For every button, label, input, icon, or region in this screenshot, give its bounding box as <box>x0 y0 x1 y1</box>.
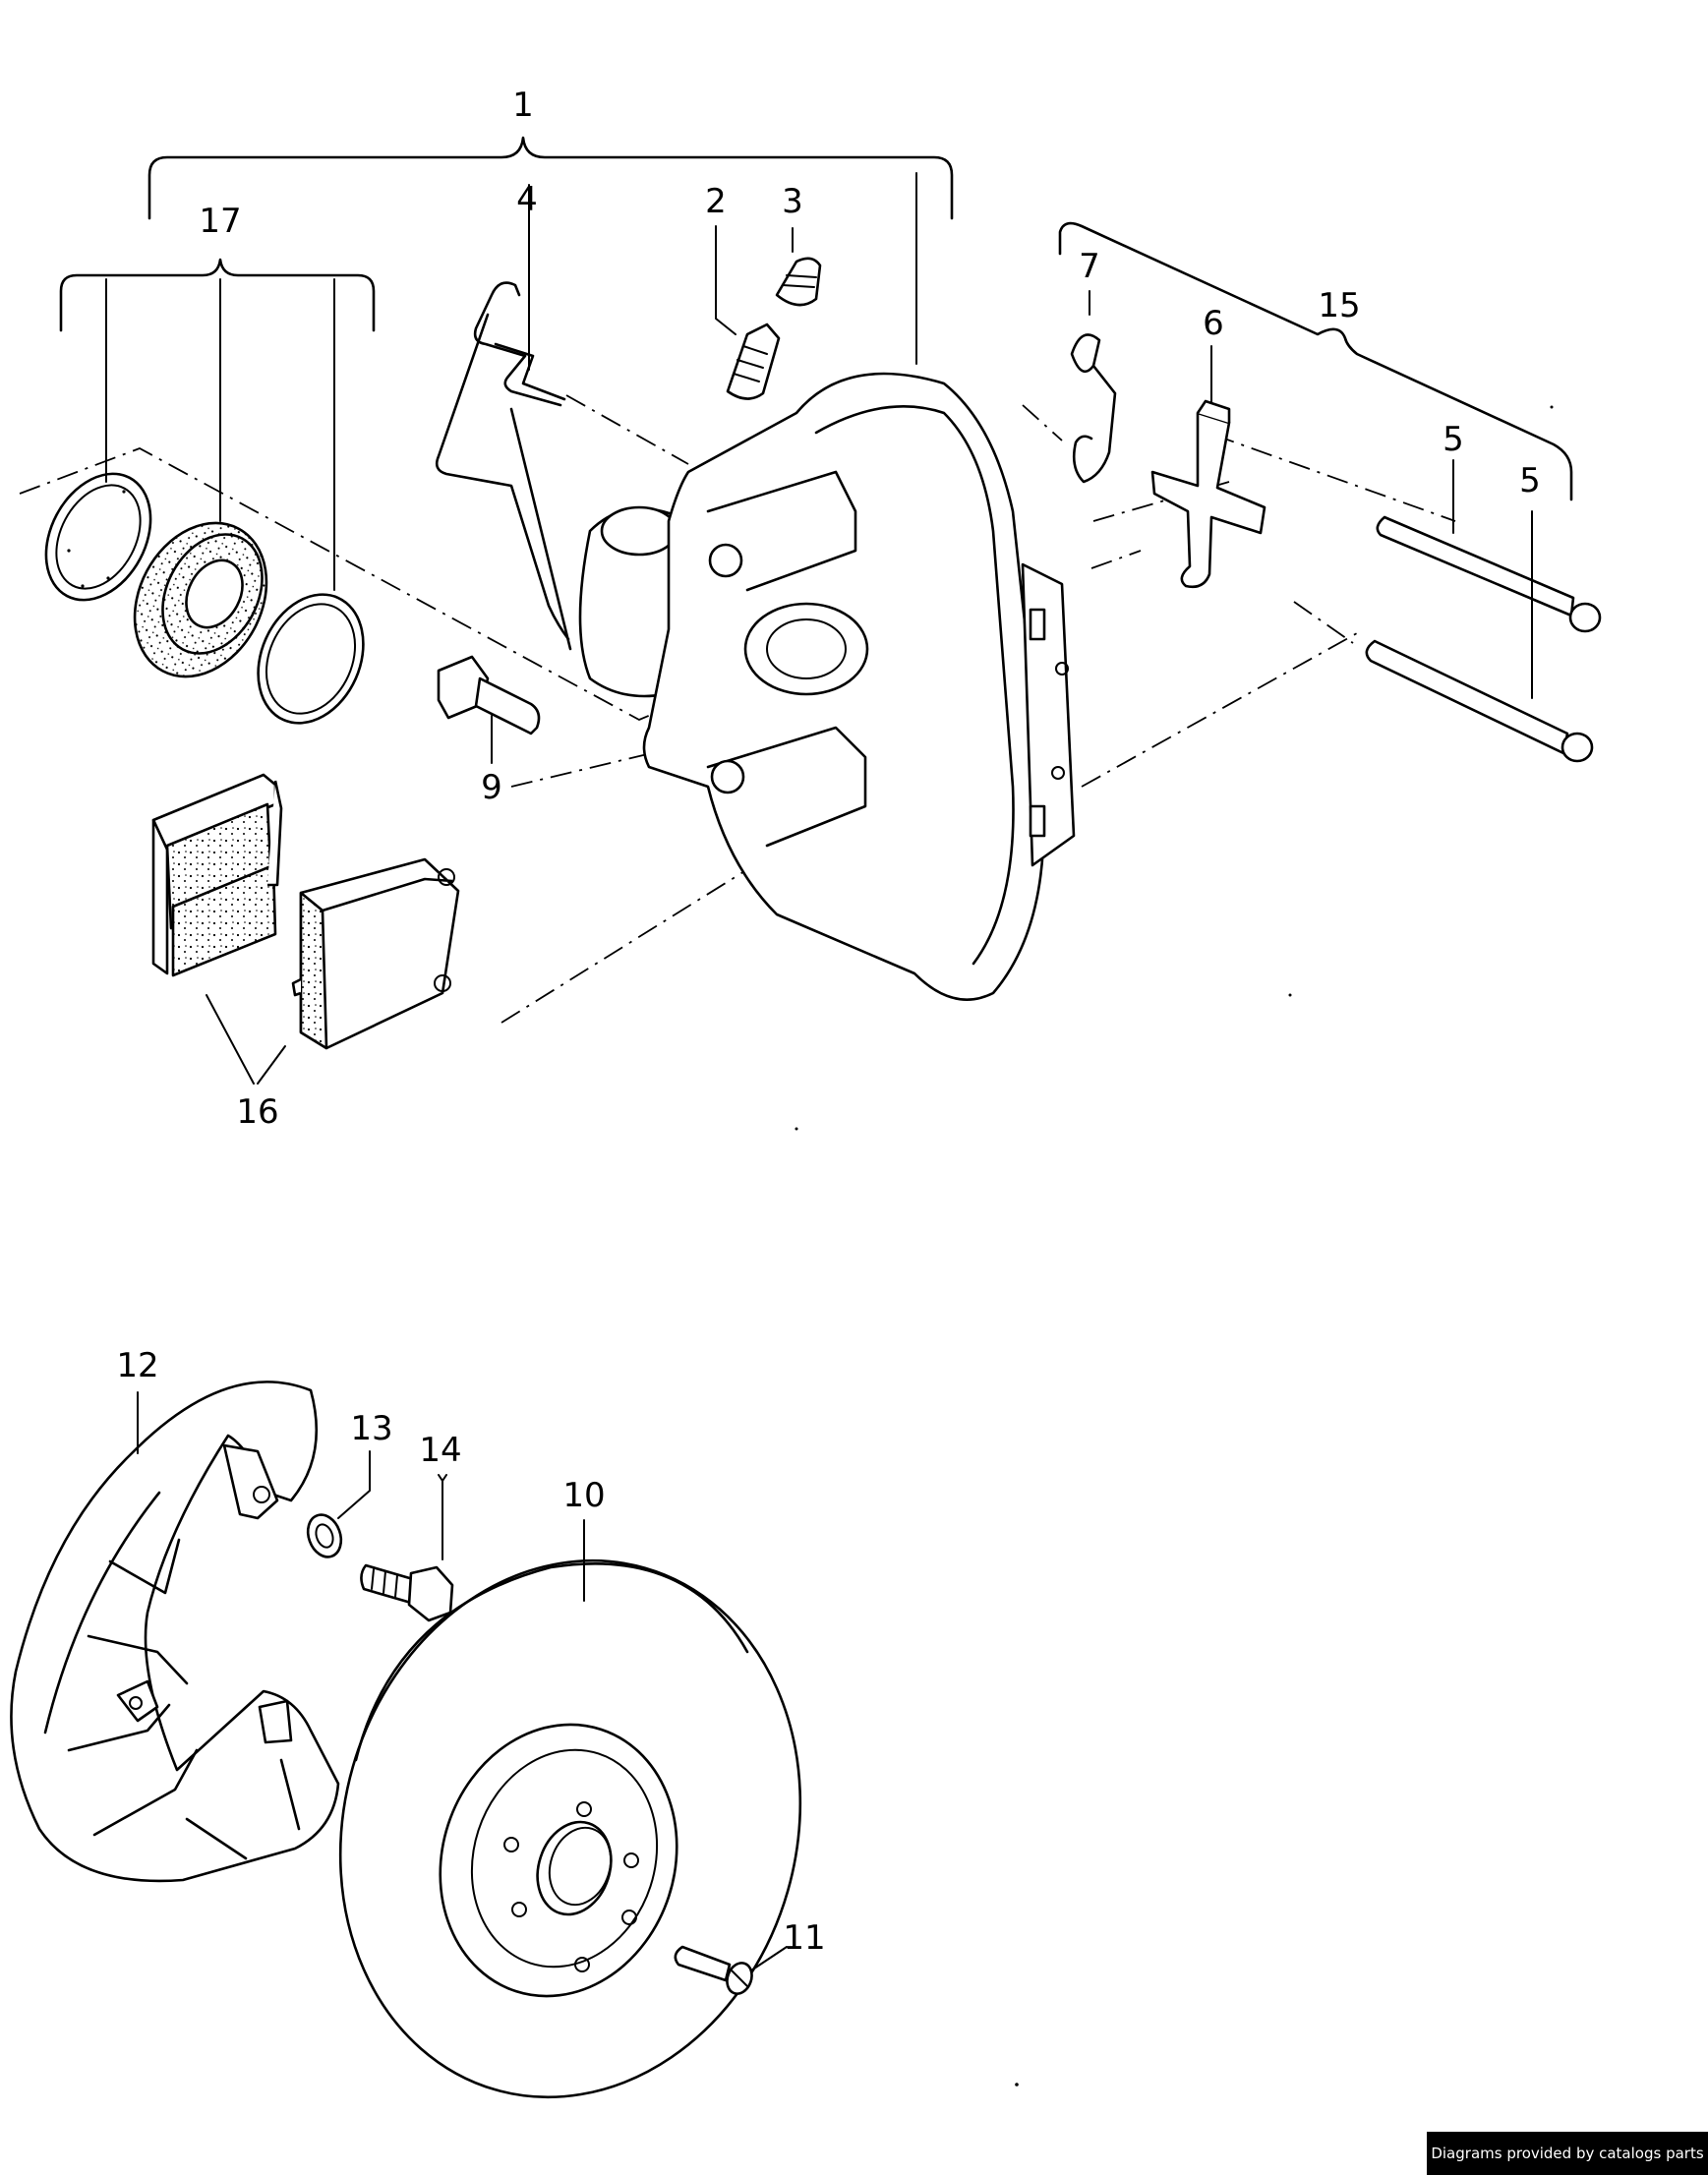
callout-10: 10 <box>562 1476 605 1515</box>
brake-disc <box>338 1558 802 2099</box>
piston-dust-boot <box>133 521 268 678</box>
callout-13: 13 <box>350 1409 392 1448</box>
callout-7: 7 <box>1079 247 1100 286</box>
anti-rattle-clip-7 <box>1070 333 1117 484</box>
brake-pad-inner <box>151 773 283 977</box>
callout-12: 12 <box>116 1346 158 1385</box>
spring-washer <box>306 1513 343 1558</box>
guide-pin-lower <box>1365 639 1594 763</box>
callout-16: 16 <box>236 1092 278 1132</box>
bracket-fitting-kit <box>1058 221 1573 501</box>
callout-17: 17 <box>199 202 241 241</box>
bleeder-valve <box>726 323 781 400</box>
diagram-credit-banner: Diagrams provided by catalogs parts <box>1427 2132 1708 2175</box>
spreader-spring-6 <box>1150 399 1266 589</box>
bracket-seal-kit <box>59 258 376 332</box>
callout-3: 3 <box>782 182 803 221</box>
brake-splash-shield <box>10 1381 340 1883</box>
disc-retaining-screw <box>674 1945 753 1995</box>
guide-pin-upper <box>1376 515 1602 633</box>
shield-hex-bolt <box>360 1563 454 1622</box>
callout-11: 11 <box>783 1918 825 1958</box>
callout-15: 15 <box>1318 286 1360 325</box>
bracket-caliper-assembly <box>147 136 954 220</box>
dust-cap <box>775 257 822 307</box>
guide-bolt-9 <box>437 655 541 735</box>
callout-14: 14 <box>419 1431 461 1470</box>
callout-6: 6 <box>1203 304 1224 343</box>
callout-9: 9 <box>481 768 502 807</box>
scan-specks <box>795 405 1554 2087</box>
retaining-spring-wire <box>435 281 572 651</box>
piston-seal-ring <box>44 472 152 602</box>
circlip-ring <box>257 588 365 725</box>
callout-5-upper: 5 <box>1443 420 1464 459</box>
callout-numbers: 1 2 3 4 5 5 6 7 9 10 11 12 13 14 15 16 1… <box>116 86 1540 1958</box>
callout-4: 4 <box>516 180 538 219</box>
callout-2: 2 <box>705 182 727 221</box>
callout-leaders <box>105 172 1533 1971</box>
brake-caliper-housing <box>578 372 1076 1001</box>
pad-callout-leaders <box>206 994 286 1085</box>
callout-1: 1 <box>512 86 534 125</box>
callout-5-lower: 5 <box>1519 461 1541 500</box>
brake-pad-outer <box>291 857 460 1050</box>
